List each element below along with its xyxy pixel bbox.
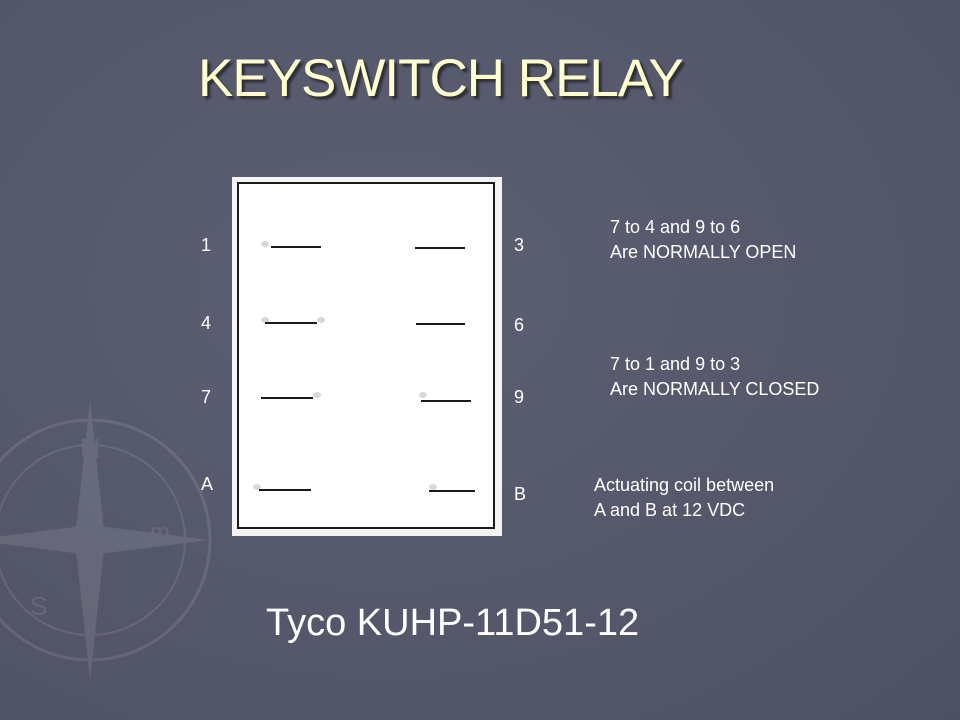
pin-label-b: B xyxy=(514,484,527,504)
relay-diagram xyxy=(232,177,502,536)
coil-line1: Actuating coil between xyxy=(594,475,775,495)
pin-label-6: 6 xyxy=(514,315,525,335)
contact-9 xyxy=(421,400,471,402)
solder-mark xyxy=(253,484,261,490)
relay-outline xyxy=(237,182,495,529)
normally-closed-note: 7 to 1 and 9 to 3 Are NORMALLY CLOSED xyxy=(610,352,819,402)
pin-label-1: 1 xyxy=(201,235,212,255)
normally-closed-line2: Are NORMALLY CLOSED xyxy=(610,379,820,399)
normally-closed-line1: 7 to 1 and 9 to 3 xyxy=(610,354,741,374)
solder-mark xyxy=(317,317,325,323)
contact-4 xyxy=(265,322,317,324)
contact-3 xyxy=(415,247,465,249)
pin-label-3: 3 xyxy=(514,235,525,255)
coil-line2: A and B at 12 VDC xyxy=(594,500,746,520)
contact-1 xyxy=(271,246,321,248)
solder-mark xyxy=(419,392,427,398)
svg-text:N: N xyxy=(80,433,100,464)
pin-label-a: A xyxy=(201,474,214,494)
pin-label-4: 4 xyxy=(201,313,212,333)
solder-mark xyxy=(429,484,437,490)
contact-b xyxy=(429,490,475,492)
normally-open-line1: 7 to 4 and 9 to 6 xyxy=(610,217,741,237)
contact-7 xyxy=(261,397,313,399)
normally-open-note: 7 to 4 and 9 to 6 Are NORMALLY OPEN xyxy=(610,215,796,265)
solder-mark xyxy=(313,392,321,398)
pin-label-9: 9 xyxy=(514,387,525,407)
svg-text:m: m xyxy=(150,519,170,546)
compass-watermark-icon: N m S xyxy=(0,400,212,680)
contact-a xyxy=(259,489,311,491)
part-number: Tyco KUHP-11D51-12 xyxy=(266,602,640,644)
coil-note: Actuating coil between A and B at 12 VDC xyxy=(594,473,774,523)
normally-open-line2: Are NORMALLY OPEN xyxy=(610,242,797,262)
slide-title: KEYSWITCH RELAY xyxy=(198,49,684,108)
svg-text:S: S xyxy=(30,591,47,621)
pin-label-7: 7 xyxy=(201,387,212,407)
solder-mark xyxy=(261,317,269,323)
contact-6 xyxy=(416,323,465,325)
solder-mark xyxy=(261,241,269,247)
